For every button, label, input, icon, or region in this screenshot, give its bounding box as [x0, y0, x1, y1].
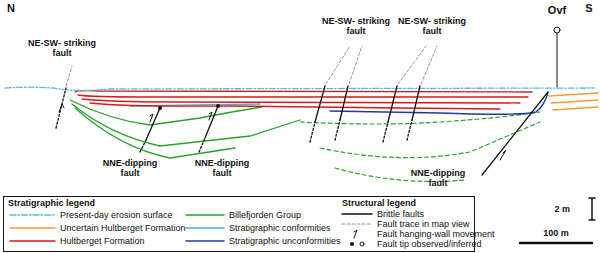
compass-label: S — [579, 2, 599, 14]
fault-trace — [398, 46, 426, 84]
legend-text: Billefjorden Group — [229, 210, 301, 220]
fault-label: NE-SW- striking fault — [26, 38, 98, 58]
hultberget-line — [78, 95, 528, 97]
horizontal-scale-bar — [520, 242, 592, 245]
legend-text: Stratigraphic unconformities — [229, 236, 341, 246]
hultberget-line — [90, 103, 500, 109]
fault-tip — [158, 106, 162, 110]
legend-sample — [10, 227, 55, 229]
billefjorden-inferred — [320, 122, 540, 158]
legend-text: Stratigraphic conformities — [229, 223, 331, 233]
erosion-surface — [5, 87, 594, 90]
legend-text: Fault trace in map view — [377, 219, 470, 229]
legend-sample — [10, 240, 55, 242]
hanging-wall-arrow — [150, 114, 153, 122]
locality-label: Ovf — [542, 4, 572, 16]
fault-trace — [326, 46, 350, 84]
brittle-fault — [205, 106, 218, 138]
legend-text: Present-day erosion surface — [60, 210, 173, 220]
hultberget-line — [75, 91, 532, 92]
brittle-fault — [140, 140, 146, 152]
hanging-wall-arrow — [209, 112, 212, 120]
uncertain-hultberget-line — [553, 107, 598, 110]
brittle-fault — [315, 86, 325, 122]
scale-label: 100 m — [531, 228, 581, 238]
hultberget-line — [82, 99, 520, 103]
fault-label: NNE-dipping fault — [403, 168, 473, 188]
legend-sample — [186, 240, 224, 242]
billefjorden-line — [72, 104, 300, 146]
hanging-wall-arrow — [500, 150, 506, 160]
fault-label: NNE-dipping fault — [187, 158, 257, 178]
fault-trace — [421, 46, 437, 84]
brittle-fault — [383, 122, 388, 142]
legend-sample — [350, 242, 354, 246]
brittle-fault — [412, 86, 420, 120]
brittle-fault — [482, 92, 548, 175]
fault-trace — [66, 66, 72, 86]
legend-text: Fault hanging-wall movement — [377, 229, 495, 239]
unconformity-line — [330, 92, 548, 114]
legend-text: Brittle faults — [377, 209, 424, 219]
uncertain-hultberget-line — [551, 100, 598, 103]
ovf-marker — [554, 27, 560, 33]
brittle-fault — [335, 120, 340, 140]
legend-sample — [342, 223, 372, 224]
legend-text: Fault tip observed/inferred — [377, 239, 482, 249]
brittle-fault — [199, 138, 205, 152]
fault-trace — [349, 46, 362, 84]
compass-label: N — [1, 2, 21, 14]
legend-sample — [186, 214, 224, 216]
fault-label: NNE-dipping fault — [95, 158, 165, 178]
brittle-fault — [56, 88, 66, 128]
legend-sample — [354, 230, 357, 238]
scale-label: 2 m — [540, 204, 570, 214]
billefjorden-line — [75, 108, 235, 158]
brittle-fault — [146, 108, 160, 140]
legend-heading: Stratigraphic legend — [8, 198, 95, 208]
fault-label: NE-SW- striking fault — [320, 16, 392, 36]
legend-sample — [342, 213, 372, 215]
brittle-fault — [388, 86, 397, 122]
fault-tip — [216, 104, 220, 108]
uncertain-hultberget-line — [549, 93, 598, 96]
legend-heading: Structural legend — [342, 198, 416, 208]
legend-text: Uncertain Hultberget Formation — [60, 223, 186, 233]
brittle-fault — [310, 122, 315, 142]
legend-text: Hultberget Formation — [60, 236, 145, 246]
ovf-leader — [557, 33, 558, 87]
fault-label: NE-SW- striking fault — [396, 16, 468, 36]
brittle-fault — [340, 86, 348, 120]
legend-sample — [10, 214, 55, 216]
legend-sample — [186, 227, 224, 229]
vertical-scale-bar — [589, 198, 595, 220]
hanging-wall-arrow — [59, 104, 64, 112]
legend-sample — [360, 242, 364, 246]
brittle-fault — [407, 120, 412, 140]
